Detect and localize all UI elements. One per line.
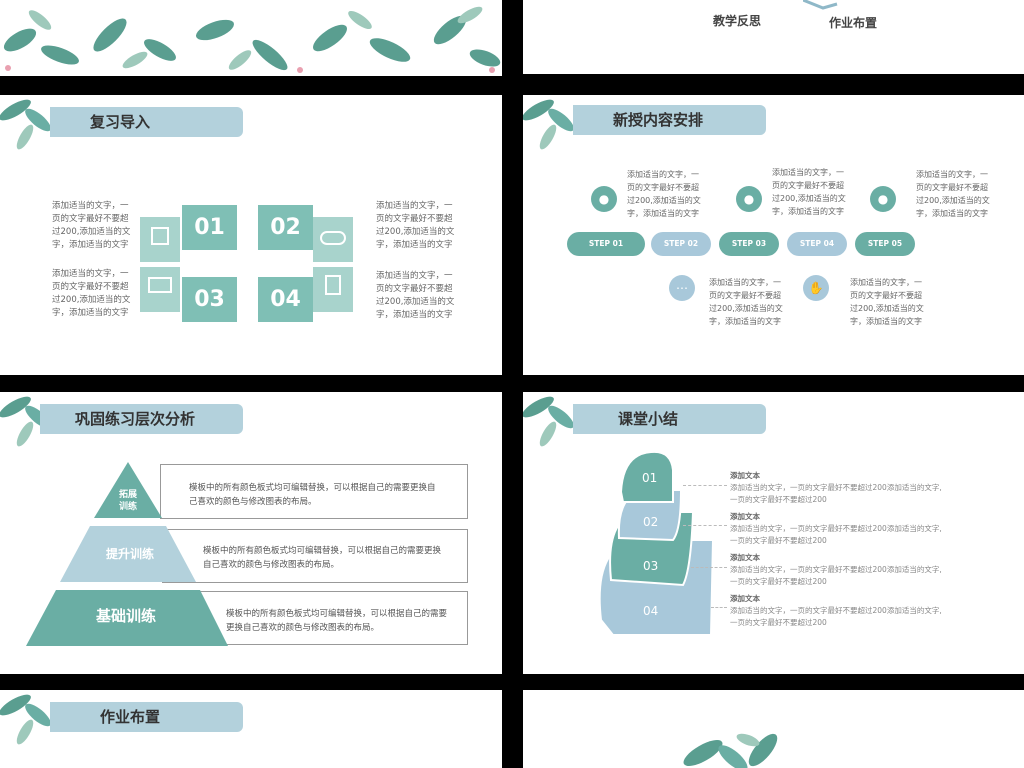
- layer-number-03: 03: [643, 559, 659, 573]
- block-03-side: [140, 267, 180, 312]
- leaf-corner-decoration: [0, 99, 51, 150]
- block-04-side: [313, 267, 353, 312]
- summary-item-04: 添加文本 添加适当的文字，一页的文字最好不要超过200添加适当的文字,一页的文字…: [730, 594, 942, 627]
- laptop-icon: [148, 277, 172, 293]
- step-02[interactable]: STEP 02: [651, 232, 711, 256]
- text-block-top-right: 添加适当的文字，一页的文字最好不要超 过200,添加适当的文字，添加适当的文字: [376, 201, 455, 250]
- step-01[interactable]: STEP 01: [567, 232, 645, 256]
- step-text-05: 添加适当的文字，一页的文字最好不要超 过200,添加适当的文字，添加适当的文字: [916, 170, 990, 218]
- page-title: 新授内容安排: [573, 105, 766, 135]
- summary-item-01: 添加文本 添加适当的文字，一页的文字最好不要超过200添加适当的文字,一页的文字…: [730, 471, 942, 504]
- connector-line-02: [683, 525, 727, 526]
- label-homework: 作业布置: [829, 16, 878, 30]
- layer-number-04: 04: [643, 604, 659, 618]
- leaf-banner-decoration: [3, 6, 501, 73]
- step-04[interactable]: STEP 04: [787, 232, 847, 256]
- hand-icon: ✋: [803, 275, 829, 301]
- text-block-top-left: 添加适当的文字，一页的文字最好不要超 过200,添加适当的文字，添加适当的文字: [52, 201, 131, 250]
- block-01: 01: [182, 205, 237, 250]
- leaf-corner-decoration: [0, 694, 51, 745]
- page-title: 作业布置: [50, 702, 243, 732]
- step-text-03: 添加适当的文字，一页的文字最好不要超 过200,添加适当的文字，添加适当的文字: [772, 168, 846, 216]
- slide-bottom-right[interactable]: [523, 690, 1024, 768]
- small-leaf-icon: [803, 0, 838, 10]
- desc-box-middle: 模板中的所有颜色板式均可编辑替换，可以根据自己的需要更换自己喜欢的颜色与修改图表…: [162, 529, 468, 583]
- step-text-01: 添加适当的文字，一页的文字最好不要超 过200,添加适当的文字，添加适当的文字: [627, 170, 701, 218]
- label-reflection: 教学反思: [713, 14, 762, 28]
- user-icon: ●: [736, 186, 762, 212]
- block-04: 04: [258, 277, 313, 322]
- slide-review[interactable]: 复习导入 添加适当的文字，一页的文字最好不要超 过200,添加适当的文字，添加适…: [0, 95, 502, 375]
- summary-item-02: 添加文本 添加适当的文字，一页的文字最好不要超过200添加适当的文字,一页的文字…: [730, 512, 942, 545]
- block-01-side: [140, 217, 180, 262]
- summary-item-03: 添加文本 添加适当的文字，一页的文字最好不要超过200添加适当的文字,一页的文字…: [730, 553, 942, 586]
- text-block-bottom-left: 添加适当的文字，一页的文字最好不要超 过200,添加适当的文字，添加适当的文字: [52, 269, 131, 318]
- page-title: 课堂小结: [573, 404, 766, 434]
- save-icon: [151, 227, 169, 245]
- chat-icon: ⋯: [669, 275, 695, 301]
- leaf-corner-decoration: [523, 396, 574, 447]
- step-text-02: 添加适当的文字，一页的文字最好不要超 过200,添加适当的文字，添加适当的文字: [709, 278, 783, 326]
- slide-new-content[interactable]: 新授内容安排 STEP 01 STEP 02 STEP 03 STEP 04 S…: [523, 95, 1024, 375]
- step-text-04: 添加适当的文字，一页的文字最好不要超 过200,添加适当的文字，添加适当的文字: [850, 278, 924, 326]
- text-block-bottom-right: 添加适当的文字，一页的文字最好不要超 过200,添加适当的文字，添加适当的文字: [376, 271, 455, 320]
- slide-summary[interactable]: 课堂小结 01 02 03 04 添加文本 添加适当的文字，一页的文字最好不要超…: [523, 392, 1024, 674]
- layer-number-01: 01: [642, 471, 658, 485]
- level-basic: 基础训练: [95, 607, 156, 625]
- gamepad-icon: [320, 231, 346, 245]
- slide-pyramid[interactable]: 巩固练习层次分析 模板中的所有颜色板式均可编辑替换，可以根据自己的需要更换自己喜…: [0, 392, 502, 674]
- connector-line-03: [691, 567, 727, 568]
- level-extend: 拓展训练: [118, 490, 137, 512]
- step-03[interactable]: STEP 03: [719, 232, 779, 256]
- block-02: 02: [258, 205, 313, 250]
- document-icon: [325, 275, 341, 295]
- pyramid-shape: [26, 462, 228, 646]
- leaf-corner-decoration: [523, 99, 574, 150]
- block-02-side: [313, 217, 353, 262]
- connector-line-04: [711, 607, 727, 608]
- lightbulb-icon: ●: [591, 186, 617, 212]
- level-improve: 提升训练: [105, 547, 154, 561]
- slide-leaf-banner[interactable]: [0, 0, 502, 76]
- layer-number-02: 02: [643, 515, 659, 529]
- block-03: 03: [182, 277, 237, 322]
- desc-box-bottom: 模板中的所有颜色板式均可编辑替换，可以根据自己的需要更换自己喜欢的颜色与修改图表…: [190, 591, 468, 645]
- layered-drop-shape: [598, 450, 715, 636]
- page-title: 复习导入: [50, 107, 243, 137]
- connector-line-01: [683, 485, 727, 486]
- leaf-center-decoration: [683, 733, 778, 768]
- step-05[interactable]: STEP 05: [855, 232, 915, 256]
- slide-top-right[interactable]: 教学反思 作业布置: [523, 0, 1024, 74]
- trophy-icon: ●: [870, 186, 896, 212]
- desc-box-top: 模板中的所有颜色板式均可编辑替换，可以根据自己的需要更换自己喜欢的颜色与修改图表…: [160, 464, 468, 519]
- slide-homework[interactable]: 作业布置: [0, 690, 502, 768]
- page-title: 巩固练习层次分析: [40, 404, 243, 434]
